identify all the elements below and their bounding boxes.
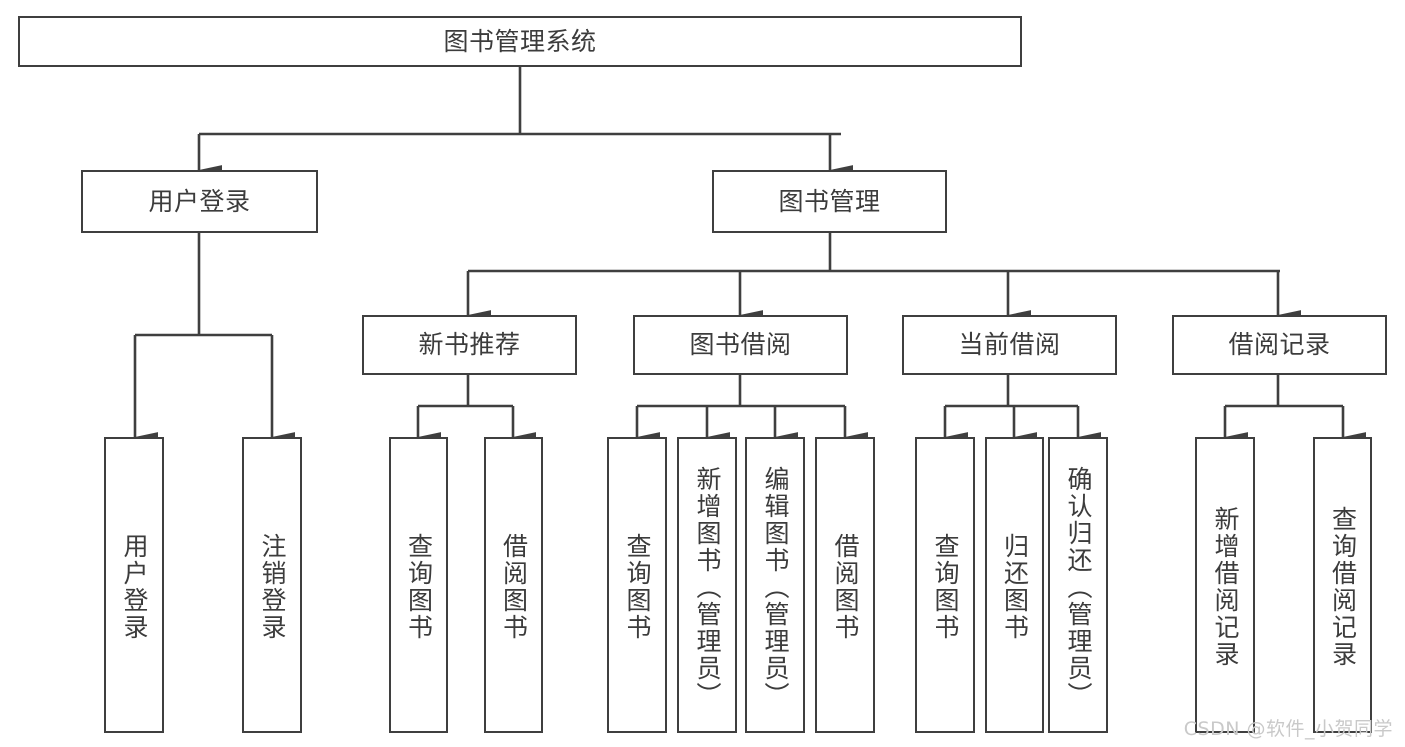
node-label: 注销登录	[258, 533, 287, 641]
node-label: 借阅图书	[499, 533, 529, 641]
node-label: 查询图书	[931, 533, 960, 641]
node-root-system[interactable]: 图书管理系统	[18, 16, 1022, 67]
leaf-borrow-borrow-book[interactable]: 借阅图书	[815, 437, 875, 733]
leaf-user-login[interactable]: 用户登录	[104, 437, 164, 733]
node-label: 新书推荐	[418, 330, 521, 360]
node-label: 查询借阅记录	[1328, 506, 1358, 668]
node-label: 查询图书	[404, 533, 434, 641]
node-book-management[interactable]: 图书管理	[712, 170, 947, 233]
leaf-record-add[interactable]: 新增借阅记录	[1195, 437, 1255, 733]
node-user-login[interactable]: 用户登录	[81, 170, 318, 233]
node-label: 借阅记录	[1228, 330, 1331, 360]
leaf-borrow-query-book[interactable]: 查询图书	[607, 437, 667, 733]
leaf-new-book-borrow[interactable]: 借阅图书	[484, 437, 543, 733]
node-label: 用户登录	[148, 186, 251, 216]
node-borrow-record[interactable]: 借阅记录	[1172, 315, 1387, 375]
node-label: 编辑图书（管理员）	[761, 465, 790, 709]
leaf-new-book-query[interactable]: 查询图书	[389, 437, 448, 733]
leaf-borrow-add-book[interactable]: 新增图书（管理员）	[677, 437, 737, 733]
leaf-current-query-book[interactable]: 查询图书	[915, 437, 975, 733]
node-current-borrow[interactable]: 当前借阅	[902, 315, 1117, 375]
leaf-user-logout[interactable]: 注销登录	[242, 437, 302, 733]
node-new-book-recommend[interactable]: 新书推荐	[362, 315, 577, 375]
node-label: 归还图书	[1000, 533, 1030, 641]
node-label: 查询图书	[623, 533, 652, 641]
node-label: 当前借阅	[958, 330, 1061, 360]
node-label: 图书管理	[778, 186, 881, 216]
watermark-text: CSDN @软件_小贺同学	[1183, 718, 1393, 740]
leaf-current-return-book[interactable]: 归还图书	[985, 437, 1044, 733]
leaf-current-confirm-return[interactable]: 确认归还（管理员）	[1048, 437, 1108, 733]
node-book-borrow[interactable]: 图书借阅	[633, 315, 848, 375]
node-label: 借阅图书	[831, 533, 860, 641]
node-label: 新增图书（管理员）	[693, 465, 722, 709]
node-label: 确认归还（管理员）	[1064, 465, 1093, 709]
leaf-borrow-edit-book[interactable]: 编辑图书（管理员）	[745, 437, 805, 733]
node-label: 用户登录	[120, 533, 149, 641]
node-label: 图书借阅	[689, 330, 792, 360]
leaf-record-query[interactable]: 查询借阅记录	[1313, 437, 1372, 733]
node-label: 新增借阅记录	[1211, 506, 1240, 668]
node-label: 图书管理系统	[443, 26, 597, 56]
